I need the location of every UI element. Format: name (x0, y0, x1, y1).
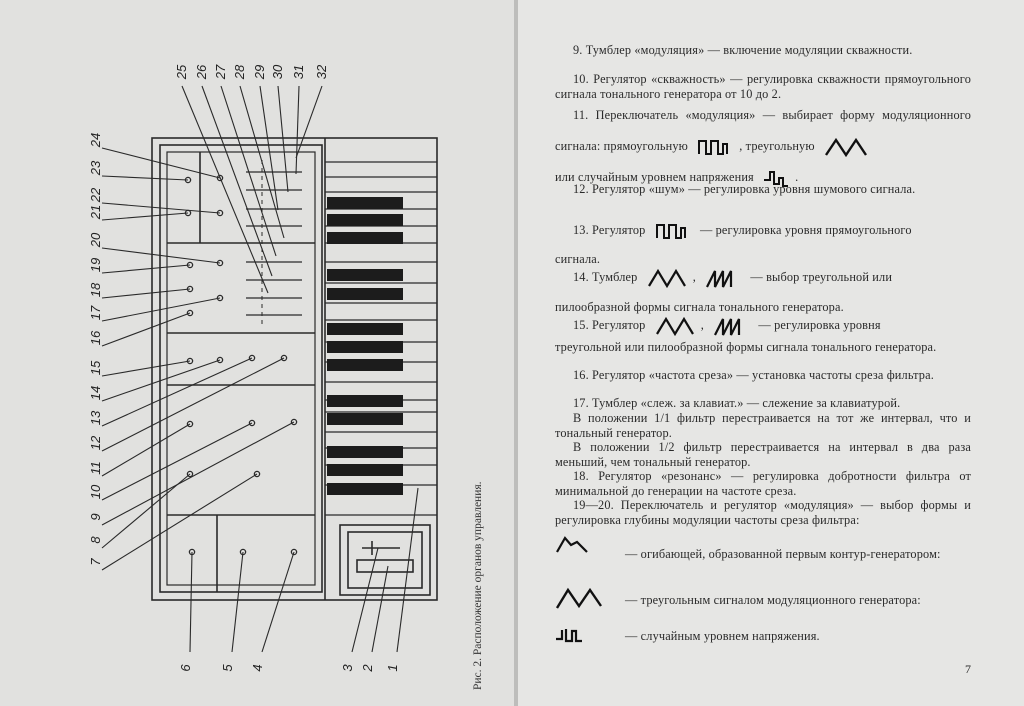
panel-outline (151, 137, 438, 601)
item-13: 13. Регулятор — регулировка уровня прямо… (555, 216, 971, 274)
callout-label: 25 (174, 64, 189, 80)
item-17-pos1: В положении 1/1 фильтр перестраивается н… (555, 411, 971, 440)
black-key (327, 413, 403, 425)
item-13-text-b: — регулировка уровня прямоугольного (699, 223, 912, 237)
callout-label: 26 (194, 64, 209, 80)
triangle-wave-icon (655, 317, 694, 337)
item-18: 18. Регулятор «резонанс» — регулировка д… (555, 469, 971, 498)
callout-label: 31 (291, 65, 306, 79)
figure-caption: Рис. 2. Расположение органов управления. (472, 481, 484, 690)
black-key (327, 232, 403, 244)
item-15-text-b: — регулировка уровня (758, 318, 881, 332)
callout-label: 4 (250, 664, 265, 671)
callout-label: 20 (88, 232, 103, 248)
callout-label: 14 (88, 386, 103, 400)
callout-label: 19 (88, 258, 103, 272)
option-random: — случайным уровнем напряжения. (625, 629, 820, 643)
page-gutter (514, 0, 518, 706)
callout-label: 12 (88, 435, 103, 450)
callout-label: 10 (88, 484, 103, 499)
item-17-pos2: В положении 1/2 фильтр перестраивается н… (555, 440, 971, 469)
separator: , (692, 270, 696, 284)
item-11-end: . (795, 170, 799, 184)
item-13-text-c: сигнала. (555, 252, 601, 266)
callout-label: 27 (213, 64, 228, 80)
item-14-text-c: пилообразной формы сигнала тонального ге… (555, 300, 844, 314)
callout-label: 8 (88, 536, 103, 544)
page-number: 7 (965, 662, 971, 676)
callout-label: 21 (88, 205, 103, 220)
callout-label: 9 (88, 513, 103, 520)
black-key (327, 341, 403, 353)
item-14-text: 14. Тумблер (573, 270, 638, 284)
black-key (327, 359, 403, 371)
black-key (327, 464, 403, 476)
callout-label: 15 (88, 360, 103, 375)
triangle-wave-icon (824, 138, 867, 158)
callout-label: 18 (88, 282, 103, 297)
control-panel-inner (159, 144, 323, 593)
callout-label: 23 (88, 160, 103, 176)
item-15-text: 15. Регулятор (573, 318, 646, 332)
callout-label: 3 (340, 664, 355, 672)
random-voltage-icon (764, 171, 789, 188)
option-triangle: — треугольным сигналом модуляционного ге… (625, 593, 921, 607)
callout-label: 17 (88, 305, 103, 320)
callout-label: 28 (232, 64, 247, 80)
item-17: 17. Тумблер «слеж. за клавиат.» — слежен… (573, 396, 901, 410)
triangle-wave-icon (647, 269, 686, 289)
callout-label: 29 (252, 65, 267, 80)
black-key (327, 197, 403, 209)
black-key (327, 269, 403, 281)
item-11-text-b: , треугольную (739, 139, 815, 153)
item-14-text-b: — выбор треугольной или (750, 270, 893, 284)
pitch-control (356, 559, 414, 573)
callout-label: 6 (178, 664, 193, 672)
black-key (327, 323, 403, 335)
separator: , (700, 318, 704, 332)
item-16: 16. Регулятор «частота среза» — установк… (573, 368, 934, 382)
item-15: 15. Регулятор , — регулировка уровня (555, 310, 971, 340)
sawtooth-wave-icon (714, 318, 741, 336)
item-15-cont: треугольной или пилообразной формы сигна… (555, 340, 937, 354)
sawtooth-wave-icon (706, 270, 733, 288)
item-11: 11. Переключатель «модуляция» — выбирает… (555, 100, 971, 193)
callout-label: 13 (88, 410, 103, 425)
square-wave-icon (655, 224, 686, 240)
option-envelope: — огибающей, образованной первым контур-… (625, 547, 941, 561)
callout-label: 32 (314, 64, 329, 79)
black-key (327, 483, 403, 495)
callout-label: 30 (270, 64, 285, 79)
black-key (327, 395, 403, 407)
callout-label: 16 (88, 330, 103, 345)
callout-label: 22 (88, 187, 103, 203)
envelope-icon (556, 536, 588, 553)
item-14: 14. Тумблер , — выбор треугольной или пи… (555, 262, 971, 322)
item-10: 10. Регулятор «скважность» — регулировка… (555, 72, 971, 101)
callout-label: 2 (360, 664, 375, 673)
black-key (327, 446, 403, 458)
right-page: 9. Тумблер «модуляция» — включение модул… (518, 0, 1024, 706)
triangle-wave-icon (555, 587, 602, 609)
square-wave-icon (698, 140, 729, 156)
item-12: 12. Регулятор «шум» — регулировка уровня… (573, 182, 916, 196)
random-voltage-icon (556, 629, 582, 643)
item-19-20: 19—20. Переключатель и регулятор «модуля… (555, 498, 971, 527)
callout-label: 5 (220, 664, 235, 672)
black-key (327, 288, 403, 300)
item-13-text: 13. Регулятор (573, 223, 646, 237)
callout-label: 1 (385, 664, 400, 671)
callout-label: 24 (88, 133, 103, 148)
black-key (327, 214, 403, 226)
callout-label: 11 (88, 461, 103, 475)
callout-label: 7 (88, 558, 103, 566)
item-11-text: 11. Переключатель «модуляция» — выбирает… (555, 108, 971, 153)
item-9: 9. Тумблер «модуляция» — включение модул… (573, 43, 913, 57)
item-11-text-c: или случайным уровнем напряжения (555, 170, 754, 184)
